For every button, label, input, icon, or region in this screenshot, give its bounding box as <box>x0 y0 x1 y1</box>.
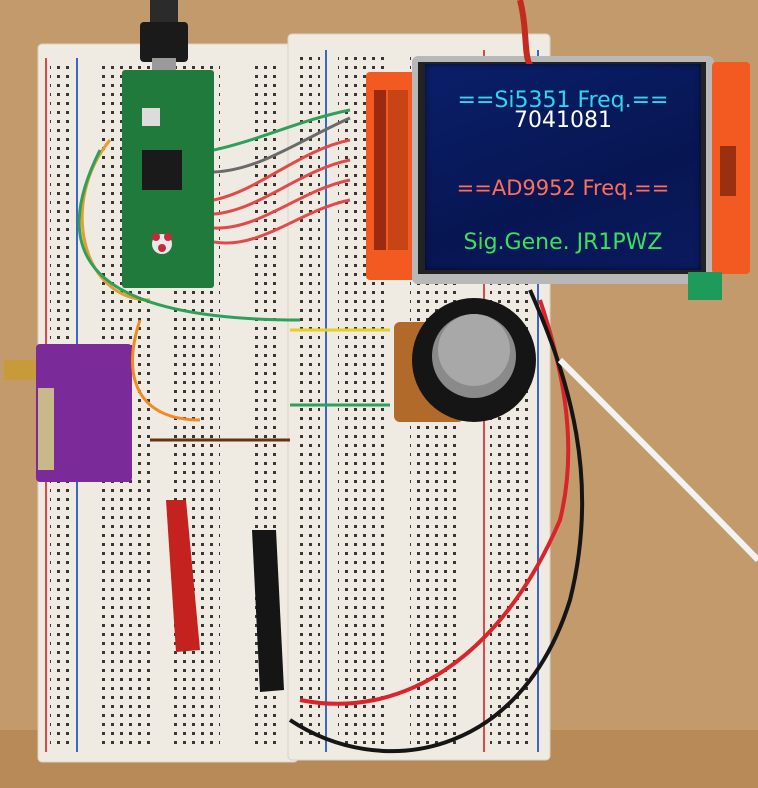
usb-cable <box>140 0 188 72</box>
ad9952-freq-heading: ==AD9952 Freq.== <box>456 176 670 200</box>
si5351-board <box>4 344 132 482</box>
pico-board <box>122 70 214 288</box>
si5351-freq-heading: ==Si5351 Freq.== <box>457 88 669 113</box>
signal-generator-callsign: Sig.Gene. JR1PWZ <box>463 230 663 255</box>
si5351-freq-value: 7041081 <box>514 108 612 133</box>
potentiometer <box>394 298 536 422</box>
tft-screen: ==Si5351 Freq.== 7041081 ==AD9952 Freq.=… <box>425 64 701 270</box>
alligator-clips <box>166 500 284 692</box>
